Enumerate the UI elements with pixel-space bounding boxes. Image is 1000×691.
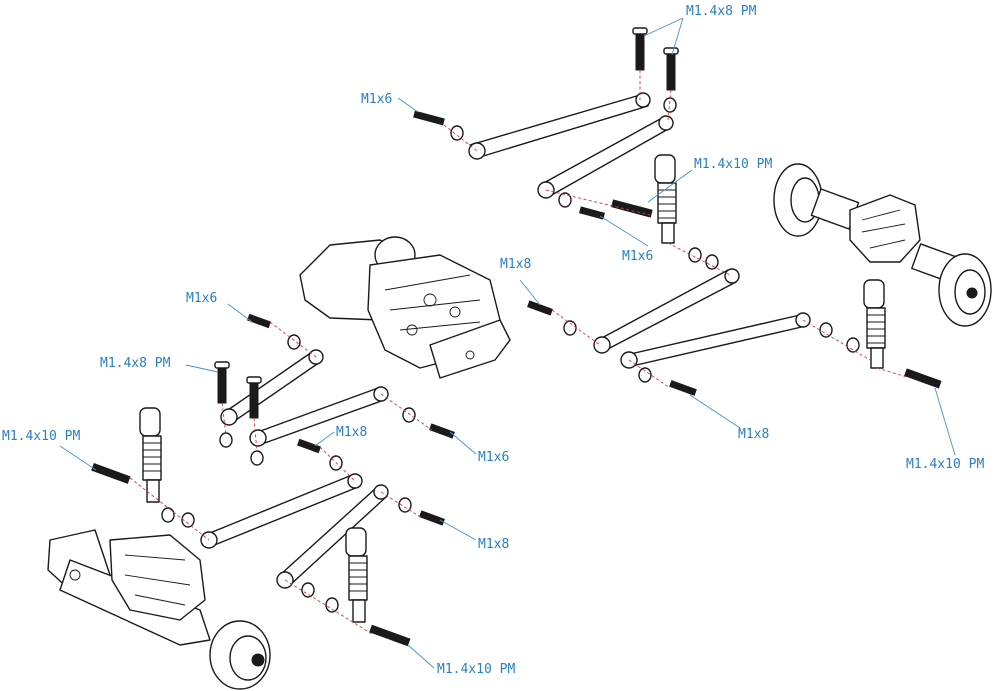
shock-front-right	[345, 527, 368, 623]
label-left-shock: M1.4x10 PM	[2, 429, 80, 444]
label-bottom-shock: M1.4x10 PM	[437, 662, 515, 677]
shock-rear-right	[863, 279, 886, 369]
front-axle-assembly	[47, 529, 271, 690]
label-rear-m1x8: M1x8	[738, 427, 769, 442]
link-left-upper	[224, 351, 321, 423]
label-rear-shock: M1.4x10 PM	[906, 457, 984, 472]
label-center-m1x8: M1x8	[500, 257, 531, 272]
label-mid-m1x6: M1x6	[478, 450, 509, 465]
label-left-screws: M1.4x8 PM	[100, 356, 171, 371]
rear-axle-assembly	[773, 163, 992, 327]
label-top-screws: M1.4x8 PM	[686, 4, 757, 19]
label-top-m1x6: M1x6	[361, 92, 392, 107]
callout-labels: M1.4x8 PM M1x6 M1.4x10 PM M1x6 M1x8 M1x8…	[2, 4, 984, 677]
assembly-axes	[129, 70, 911, 635]
label-leaders	[59, 17, 956, 669]
label-left-m1x6: M1x6	[186, 291, 217, 306]
shock-front-left	[139, 407, 162, 503]
label-lower-m1x8: M1x8	[478, 537, 509, 552]
screws-and-bushings	[91, 27, 942, 647]
label-upper-link-m1x6: M1x6	[622, 249, 653, 264]
transmission-gearbox	[299, 236, 511, 379]
label-shock-top: M1.4x10 PM	[694, 157, 772, 172]
shock-absorbers	[139, 154, 886, 623]
label-mid-m1x8: M1x8	[336, 425, 367, 440]
shock-rear-top	[654, 154, 677, 244]
suspension-links	[200, 92, 811, 589]
